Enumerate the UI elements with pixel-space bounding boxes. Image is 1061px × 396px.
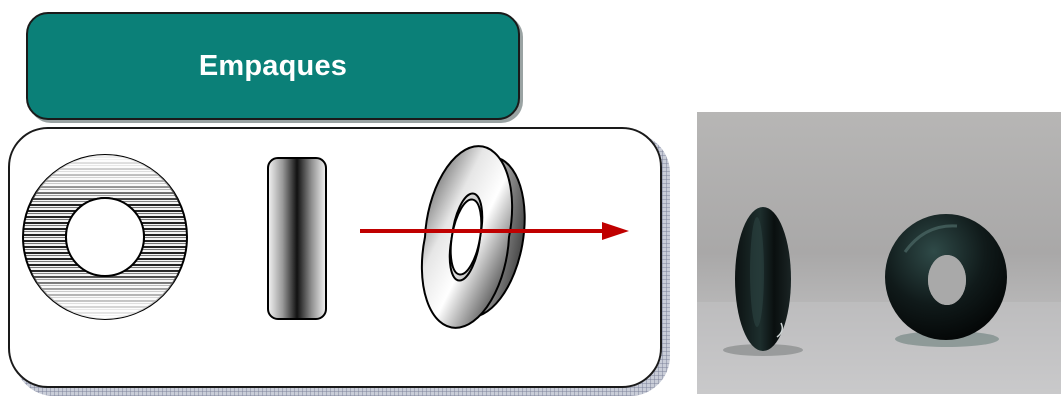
washer-perspective-icon (422, 146, 537, 328)
o-ring-photo (697, 112, 1061, 394)
washer-side-icon (268, 158, 326, 319)
o-ring-front (885, 214, 1007, 340)
washer-front-icon (23, 155, 187, 319)
o-ring-side (735, 207, 791, 351)
washer-diagram (0, 0, 700, 394)
